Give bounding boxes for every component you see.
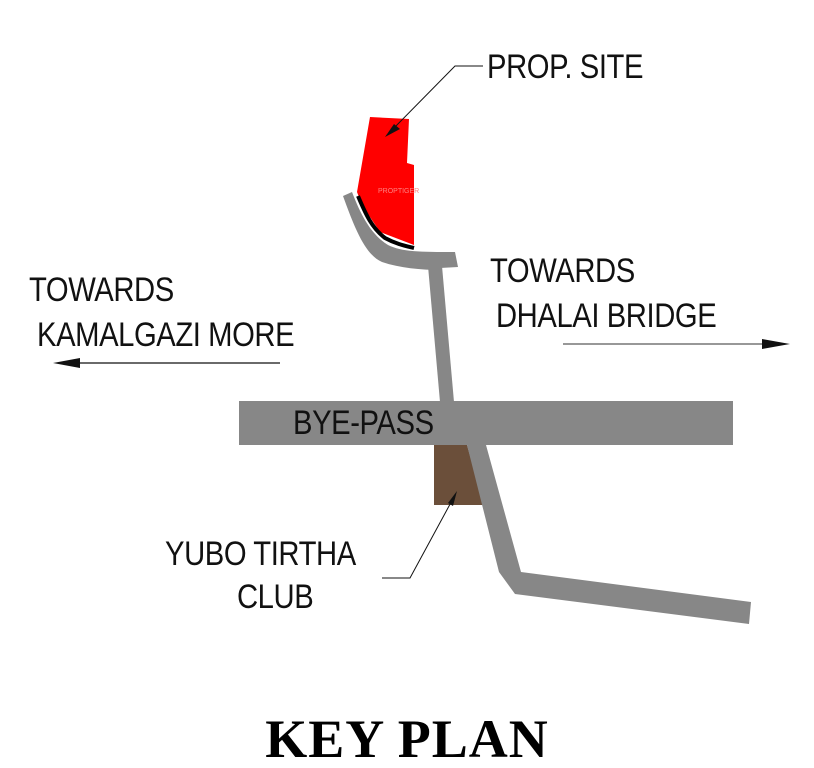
club-label-line1: YUBO TIRTHA [165,535,356,573]
bye-pass-road [239,401,733,445]
proposed-site-plot [357,117,414,245]
right-direction-label-line1: TOWARDS [490,252,635,290]
prop-site-label: PROP. SITE [487,48,644,86]
prop-site-arrowhead [385,124,400,137]
club-label-line2: CLUB [237,578,314,616]
left-direction-label-line1: TOWARDS [29,271,174,309]
yubo-tirtha-club-building [434,445,484,505]
prop-site-leader-line [391,65,483,131]
watermark-text: PROPTIGER [378,188,419,195]
south-road-diagonal [467,445,751,624]
right-arrow-icon [762,339,790,349]
right-direction-label-line2: DHALAI BRIDGE [496,297,717,335]
key-plan-title: KEY PLAN [265,709,549,768]
site-boundary-edge [356,195,415,250]
left-direction-label-line2: KAMALGAZI MORE [37,316,295,354]
club-leader-line [382,494,456,579]
left-arrow-icon [53,358,80,368]
access-road-curve [343,192,458,270]
access-road-vertical [428,266,454,402]
bye-pass-label: BYE-PASS [293,404,434,442]
club-arrowhead [448,491,457,506]
